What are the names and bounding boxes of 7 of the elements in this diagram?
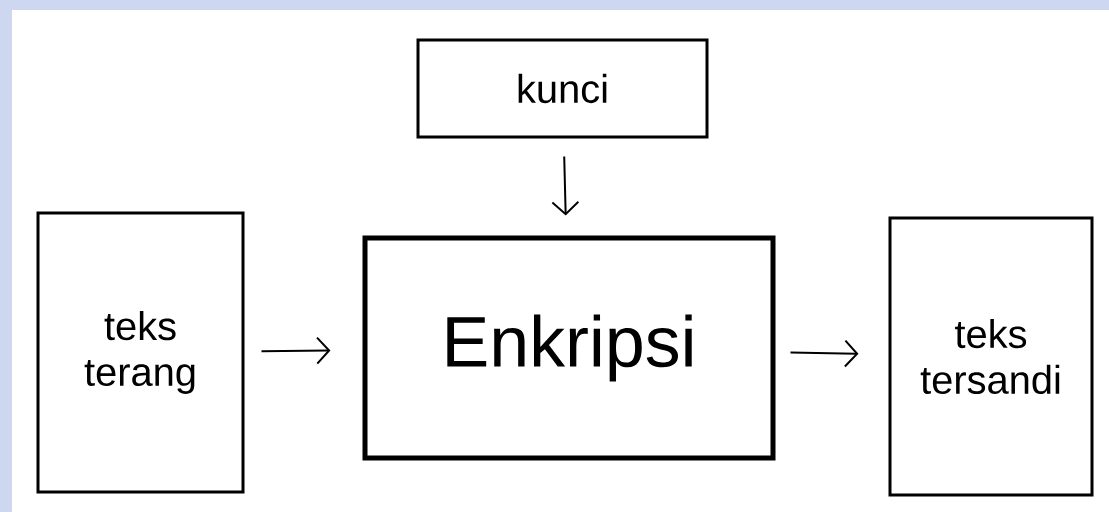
text-box: teks terang	[36, 211, 245, 494]
text-box: teks tersandi	[888, 216, 1094, 497]
text-box: kunci	[416, 38, 709, 139]
process-box: Enkripsi	[362, 235, 776, 461]
arrow	[260, 336, 331, 365]
arrow	[789, 339, 859, 368]
arrow	[551, 155, 580, 216]
